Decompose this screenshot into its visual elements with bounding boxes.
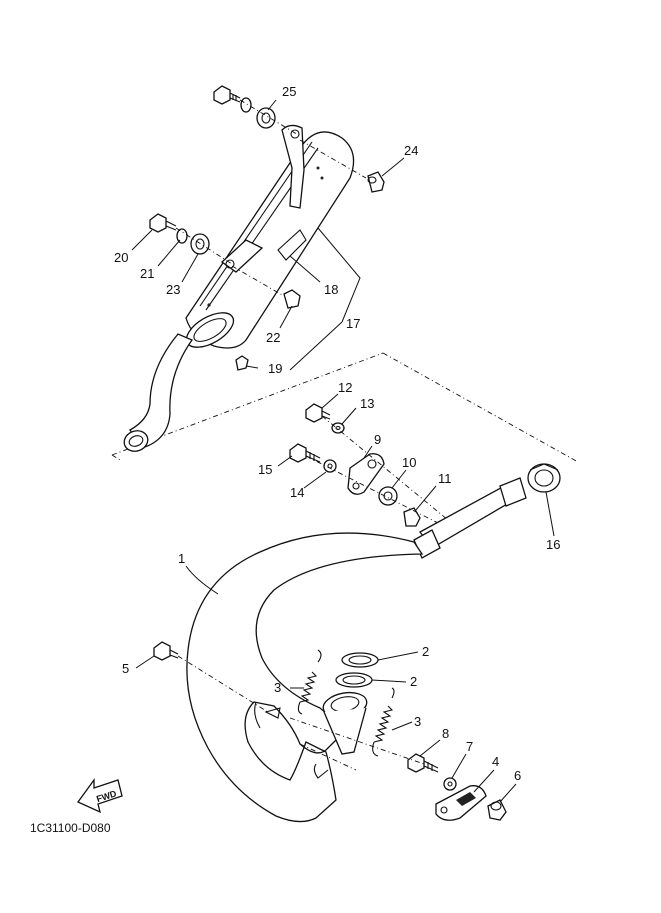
bolt-8 xyxy=(407,753,439,773)
callout-18: 18 xyxy=(324,282,338,297)
collar-22 xyxy=(231,265,301,309)
spring-3-left xyxy=(297,649,322,715)
washer-7 xyxy=(443,777,457,791)
callout-12: 12 xyxy=(338,380,352,395)
bolt-15 xyxy=(289,443,321,463)
callout-9: 9 xyxy=(374,432,381,447)
callout-8: 8 xyxy=(442,726,449,741)
exhaust-pipe xyxy=(186,477,527,823)
callout-14: 14 xyxy=(290,485,304,500)
callout-13: 13 xyxy=(360,396,374,411)
callout-5: 5 xyxy=(122,661,129,676)
washer-14 xyxy=(323,459,337,473)
bracket-9 xyxy=(347,453,385,495)
bracket-4 xyxy=(435,785,487,821)
bolt-20-group xyxy=(149,213,233,265)
callout-1: 1 xyxy=(178,551,185,566)
callout-22: 22 xyxy=(266,330,280,345)
callout-21: 21 xyxy=(140,266,154,281)
callout-19: 19 xyxy=(268,361,282,376)
fwd-arrow-icon: FWD xyxy=(77,778,123,814)
callout-labels: 25 24 20 21 23 22 18 17 19 12 13 9 15 14… xyxy=(114,84,560,783)
gasket-2-upper xyxy=(341,652,379,668)
gasket-16 xyxy=(527,463,561,493)
spring-3-right xyxy=(372,687,395,757)
bolt-25-group xyxy=(213,85,301,137)
collar-6 xyxy=(487,799,507,821)
diagram-code: 1C31100-D080 xyxy=(30,821,111,835)
gasket-2-lower xyxy=(335,672,373,688)
collar-11 xyxy=(403,507,421,527)
callout-11: 11 xyxy=(438,471,452,486)
screw-19 xyxy=(235,355,249,371)
callout-24: 24 xyxy=(404,143,418,158)
callout-7: 7 xyxy=(466,739,473,754)
callout-17: 17 xyxy=(346,316,360,331)
muffler-group-frame xyxy=(111,352,579,463)
grommet-10 xyxy=(378,486,398,506)
collar-24 xyxy=(299,139,385,193)
callout-4: 4 xyxy=(492,754,499,769)
callout-2b: 2 xyxy=(410,674,417,689)
callout-6: 6 xyxy=(514,768,521,783)
callout-10: 10 xyxy=(402,455,416,470)
bolt-12 xyxy=(305,403,331,423)
callout-3b: 3 xyxy=(414,714,421,729)
callout-20: 20 xyxy=(114,250,128,265)
muffler xyxy=(123,124,355,452)
callout-23: 23 xyxy=(166,282,180,297)
washer-13 xyxy=(331,422,345,434)
callout-25: 25 xyxy=(282,84,296,99)
leader-lines xyxy=(131,99,555,803)
callout-3a: 3 xyxy=(274,680,281,695)
callout-15: 15 xyxy=(258,462,272,477)
callout-16: 16 xyxy=(546,537,560,552)
callout-2a: 2 xyxy=(422,644,429,659)
